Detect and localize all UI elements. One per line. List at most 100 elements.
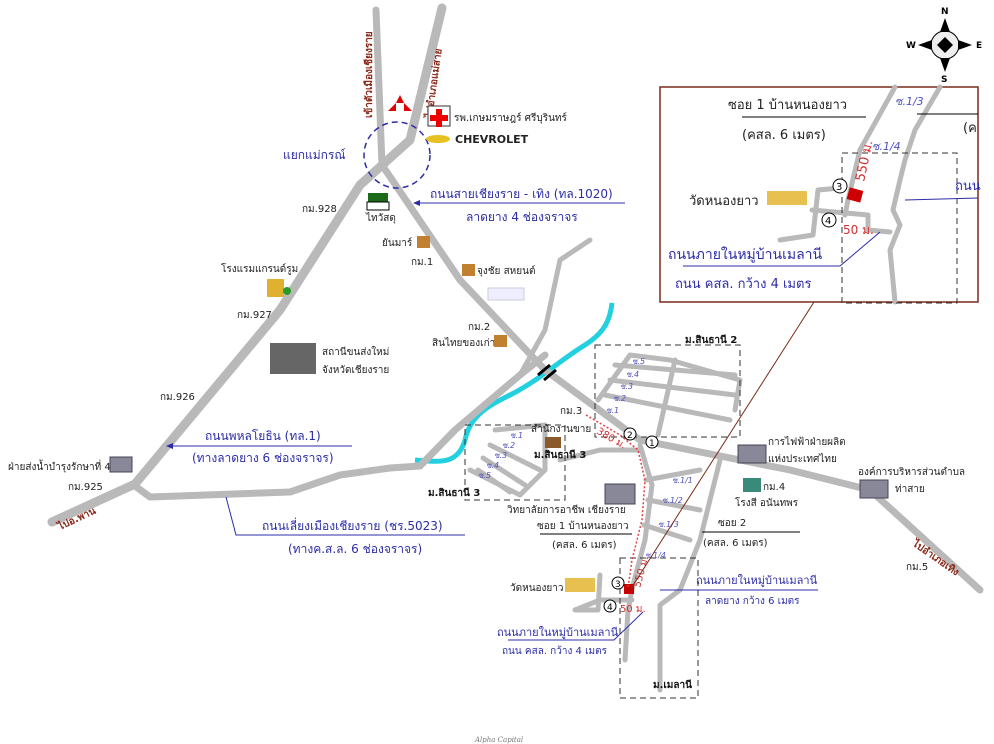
road-annotation-bypass: ถนนเลี่ยงเมืองเชียงราย (ชร.5023) (ทางค.ส… — [225, 496, 465, 556]
label-yanmar: ยันมาร์ — [382, 237, 413, 249]
svg-text:ซ.1/2: ซ.1/2 — [662, 496, 683, 505]
mitsubishi-logo-icon — [388, 95, 412, 111]
km-5: กม.5 — [906, 562, 928, 573]
road-s12 — [645, 497, 703, 513]
svg-text:ซ.4: ซ.4 — [486, 461, 499, 470]
shop-icon — [462, 264, 475, 276]
svg-text:(ทางลาดยาง 6 ช่องจราจร): (ทางลาดยาง 6 ช่องจราจร) — [192, 451, 334, 465]
plot-marker — [624, 584, 634, 594]
svg-text:50 ม.: 50 ม. — [843, 223, 874, 237]
svg-text:1: 1 — [649, 439, 655, 449]
compass-rose-icon: N S W E — [906, 7, 982, 85]
distance-50: 50 ม. — [620, 604, 646, 615]
road-annotation-inner2: ถนนภายในหมู่บ้านเมลานี ลาดยาง กว้าง 6 เม… — [660, 574, 818, 607]
soi-labels-main: ซ.1/1 ซ.1/2 ซ.1/3 ซ.1/4 — [645, 476, 693, 560]
thai-watsadu-building-icon — [366, 201, 390, 211]
svg-text:ถนน คสล. กว้าง 4 เมตร: ถนน คสล. กว้าง 4 เมตร — [502, 645, 608, 657]
road-annotation-phahonyothin: ถนนพหลโยธิน (ทล.1) (ทางลาดยาง 6 ช่องจราจ… — [166, 429, 352, 465]
svg-text:ถนน: ถนน — [955, 179, 981, 194]
svg-text:ซ.1: ซ.1 — [606, 406, 619, 415]
road-s11 — [643, 467, 703, 483]
svg-text:4: 4 — [607, 603, 613, 613]
svg-text:ถนนภายในหมู่บ้านเมลานี: ถนนภายในหมู่บ้านเมลานี — [497, 626, 619, 639]
svg-text:(คสล. 6 เมตร): (คสล. 6 เมตร) — [742, 128, 826, 143]
soi-labels-sinthani3: ซ.1 ซ.2 ซ.3 ซ.4 ซ.5 — [478, 431, 523, 480]
svg-text:ซ.1/1: ซ.1/1 — [672, 476, 693, 485]
label-bus-station-1: สถานีขนส่งใหม่ — [322, 346, 389, 358]
svg-text:(ค: (ค — [963, 121, 977, 136]
km-2: กม.2 — [468, 322, 490, 333]
road-phahonyothin — [47, 3, 447, 527]
bus-station-photo — [270, 343, 316, 374]
label-tao-1: องค์การบริหารส่วนตำบล — [858, 466, 965, 478]
svg-text:4: 4 — [825, 216, 831, 227]
svg-text:ถนนภายในหมู่บ้านเมลานี: ถนนภายในหมู่บ้านเมลานี — [696, 574, 818, 587]
footer-watermark: Alpha Capital — [474, 736, 523, 744]
sinthani3-grid — [467, 422, 548, 498]
label-bus-station-2: จังหวัดเชียงราย — [322, 364, 389, 376]
roads — [47, 3, 984, 693]
svg-text:ซอย 1 บ้านหนองยาว: ซอย 1 บ้านหนองยาว — [537, 520, 629, 532]
svg-text:ซ.1/4: ซ.1/4 — [872, 140, 901, 153]
soi-labels-sinthani2: ซ.5 ซ.4 ซ.3 ซ.2 ซ.1 — [606, 357, 645, 415]
svg-text:ถนนพหลโยธิน (ทล.1): ถนนพหลโยธิน (ทล.1) — [205, 429, 321, 443]
village-boundary-melanee — [619, 557, 699, 699]
village-melanee: ม.เมลานี — [653, 679, 692, 691]
inset-map: ซ.1/3 ซ.1/4 ซอย 1 บ้านหนองยาว (คสล. 6 เม… — [659, 84, 981, 305]
road-bypass — [131, 351, 549, 501]
road-annotation-soi1: ซอย 1 บ้านหนองยาว (คสล. 6 เมตร) — [537, 520, 632, 551]
temple-icon — [565, 578, 595, 592]
label-grand-room: โรงแรมแกรนด์รูม — [221, 262, 298, 275]
road-annotation-soi2: ซอย 2 (คสล. 6 เมตร) — [702, 518, 800, 549]
village-sinthani3-inner: ม.สินธานี 3 — [534, 449, 586, 461]
km-927: กม.927 — [237, 310, 272, 321]
village-boundary-sinthani3 — [464, 424, 566, 501]
shop-icon — [417, 236, 430, 248]
km-4: กม.4 — [763, 482, 785, 493]
village-sinthani2: ม.สินธานี 2 — [685, 334, 737, 346]
road-to-city — [372, 6, 984, 594]
svg-text:ซอย 1 บ้านหนองยาว: ซอย 1 บ้านหนองยาว — [728, 98, 847, 113]
road-annotation-inner: ถนนภายในหมู่บ้านเมลานี ถนน คสล. กว้าง 4 … — [497, 611, 644, 657]
logo-icon — [487, 287, 525, 301]
svg-text:ลาดยาง 4 ช่องจราจร: ลาดยาง 4 ช่องจราจร — [466, 210, 578, 224]
label-irrigation: ฝ่ายส่งน้ำบำรุงรักษาที่ 4 — [8, 459, 111, 473]
svg-text:ซ.5: ซ.5 — [632, 357, 645, 366]
label-tao-2: ท่าสาย — [895, 484, 925, 495]
intersection-label: แยกแม่กรณ์ — [283, 148, 346, 162]
km-928: กม.928 — [302, 204, 337, 215]
svg-text:3: 3 — [615, 580, 621, 590]
compass-s: S — [941, 75, 947, 85]
svg-text:ซ.1: ซ.1 — [510, 431, 523, 440]
svg-text:ซ.2: ซ.2 — [613, 394, 626, 403]
bridge-icon — [537, 363, 557, 382]
shop-icon — [494, 335, 507, 347]
direction-to-city: เข้าตัวเมืองเชียงราย — [363, 31, 375, 118]
km-1: กม.1 — [411, 257, 433, 268]
intersection-circle — [363, 121, 431, 189]
waypoint-markers: 1 2 3 4 — [603, 427, 659, 613]
sales-office-icon — [545, 437, 561, 448]
svg-text:ถนนสายเชียงราย - เทิง (ทล.1020: ถนนสายเชียงราย - เทิง (ทล.1020) — [430, 187, 613, 201]
km-926: กม.926 — [160, 392, 195, 403]
tao-building-icon — [859, 479, 889, 499]
road-north-branch — [517, 237, 593, 378]
svg-text:วัดหนองยาว: วัดหนองยาว — [689, 194, 759, 209]
college-building-icon — [604, 483, 636, 505]
km-3: กม.3 — [560, 406, 582, 417]
factory-icon — [743, 478, 761, 492]
label-hospital: รพ.เกษมราษฎร์ ศรีบุรินทร์ — [454, 112, 568, 124]
svg-text:ซอย 2: ซอย 2 — [718, 518, 746, 529]
svg-text:ถนนภายในหมู่บ้านเมลานี: ถนนภายในหมู่บ้านเมลานี — [668, 246, 823, 263]
svg-text:2: 2 — [627, 431, 633, 441]
svg-text:(คสล. 6 เมตร): (คสล. 6 เมตร) — [552, 540, 617, 551]
svg-text:ซ.1/3: ซ.1/3 — [895, 95, 924, 108]
label-college: วิทยาลัยการอาชีพ เชียงราย — [507, 504, 626, 516]
river — [414, 302, 615, 464]
red-cross-icon — [430, 109, 448, 127]
egat-building-icon — [737, 444, 767, 464]
svg-text:ลาดยาง กว้าง 6 เมตร: ลาดยาง กว้าง 6 เมตร — [705, 595, 800, 607]
svg-text:ซ.3: ซ.3 — [494, 451, 507, 460]
compass-e: E — [976, 41, 982, 51]
